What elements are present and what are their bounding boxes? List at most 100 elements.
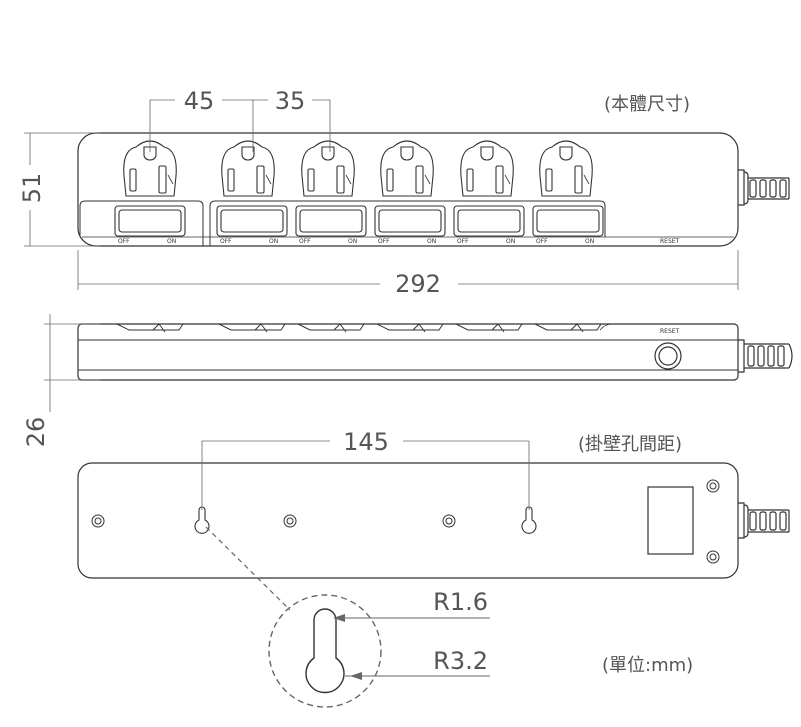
ground-pin	[321, 146, 335, 161]
switch-off-label: OFF	[118, 238, 130, 245]
switch-off-label: OFF	[378, 238, 390, 245]
slot-left	[227, 168, 235, 192]
ground-pin	[480, 146, 494, 161]
switch-rocker	[299, 209, 363, 233]
slot-left	[545, 168, 553, 192]
side-switch-5	[455, 323, 523, 333]
switch-off-label: OFF	[299, 238, 311, 245]
slot-left	[466, 168, 474, 192]
ground-pin	[143, 146, 157, 161]
switch-3: OFF ON	[295, 205, 367, 245]
switch-on-label: ON	[167, 238, 176, 245]
screw-4	[706, 479, 720, 493]
side-switch-group	[116, 323, 602, 333]
body-size-label: (本體尺寸)	[604, 94, 690, 115]
radius-small-label: R1.6	[433, 588, 488, 616]
switch-frame	[374, 205, 446, 237]
cord-bottom	[738, 502, 790, 539]
dim-hole-distance: 145	[343, 428, 389, 456]
switch-off-label: OFF	[536, 238, 548, 245]
side-body-outline	[77, 323, 739, 381]
top-switch-panel-right	[209, 200, 606, 246]
hole-spacing-label: (掛壁孔間距)	[578, 434, 682, 455]
side-switch-6	[534, 323, 602, 333]
outlet-face	[380, 140, 434, 197]
slot-left	[307, 168, 315, 192]
switch-rocker	[457, 209, 521, 233]
side-reset-label: RESET	[660, 328, 680, 335]
dim-depth: 26	[22, 417, 50, 448]
switch-frame	[532, 205, 604, 237]
screw-5	[706, 550, 720, 564]
detail-callout	[205, 526, 490, 708]
switch-5: OFF ON	[453, 205, 525, 245]
switch-frame	[453, 205, 525, 237]
dim-height: 51	[18, 173, 46, 204]
slot-right	[256, 165, 265, 194]
cord-side	[738, 339, 793, 373]
switch-off-label: OFF	[457, 238, 469, 245]
switch-6: OFF ON	[532, 205, 604, 245]
switch-rocker	[118, 209, 182, 233]
switch-on-label: ON	[348, 238, 357, 245]
outlet-4	[380, 140, 434, 197]
top-body-outline	[77, 132, 739, 247]
outlet-face	[539, 140, 593, 197]
radius-large-label: R3.2	[433, 647, 488, 675]
switch-1: OFF ON	[114, 205, 186, 245]
switch-rocker	[536, 209, 600, 233]
slot-right	[574, 165, 583, 194]
switch-frame	[216, 205, 288, 237]
side-dimension-lines	[44, 314, 100, 412]
outlet-6	[539, 140, 593, 197]
outlet-face	[123, 140, 177, 197]
label-plate	[647, 486, 694, 555]
ground-pin	[400, 146, 414, 161]
keyhole-detail	[305, 608, 345, 694]
keyhole-right	[521, 506, 537, 534]
side-switch-3	[297, 323, 365, 333]
switch-rocker	[378, 209, 442, 233]
bottom-view	[77, 462, 790, 579]
side-reset-button-inner	[658, 346, 678, 366]
side-switch-1	[116, 323, 184, 333]
switch-on-label: ON	[506, 238, 515, 245]
outlet-2	[221, 140, 275, 197]
slot-right	[158, 165, 167, 194]
top-switch-panel-left	[79, 200, 204, 246]
slot-right	[495, 165, 504, 194]
switch-rocker	[220, 209, 284, 233]
screw-1	[91, 514, 105, 528]
side-reset-button-outer	[654, 342, 682, 370]
keyhole-left	[194, 506, 210, 534]
detail-circle	[268, 594, 382, 708]
outlet-face	[221, 140, 275, 197]
ground-pin	[241, 146, 255, 161]
switch-on-label: ON	[585, 238, 594, 245]
top-view	[77, 132, 790, 247]
switch-on-label: ON	[269, 238, 278, 245]
outlet-3	[301, 140, 355, 197]
screw-group	[91, 479, 720, 564]
slot-right	[336, 165, 345, 194]
outlet-5	[460, 140, 514, 197]
outlet-face	[460, 140, 514, 197]
top-dimension-lines	[24, 99, 739, 290]
side-switch-2	[218, 323, 286, 333]
side-switch-4	[376, 323, 444, 333]
reset-label: RESET	[660, 238, 680, 245]
bottom-body-outline	[77, 462, 739, 579]
dim-outlet-gap-1: 45	[184, 87, 215, 115]
bottom-dimension-lines	[201, 440, 530, 510]
side-view	[77, 323, 793, 381]
screw-2	[283, 514, 297, 528]
outlet-group	[123, 140, 593, 197]
dim-outlet-gap-2: 35	[275, 87, 306, 115]
slot-left	[129, 168, 137, 192]
slot-right	[415, 165, 424, 194]
